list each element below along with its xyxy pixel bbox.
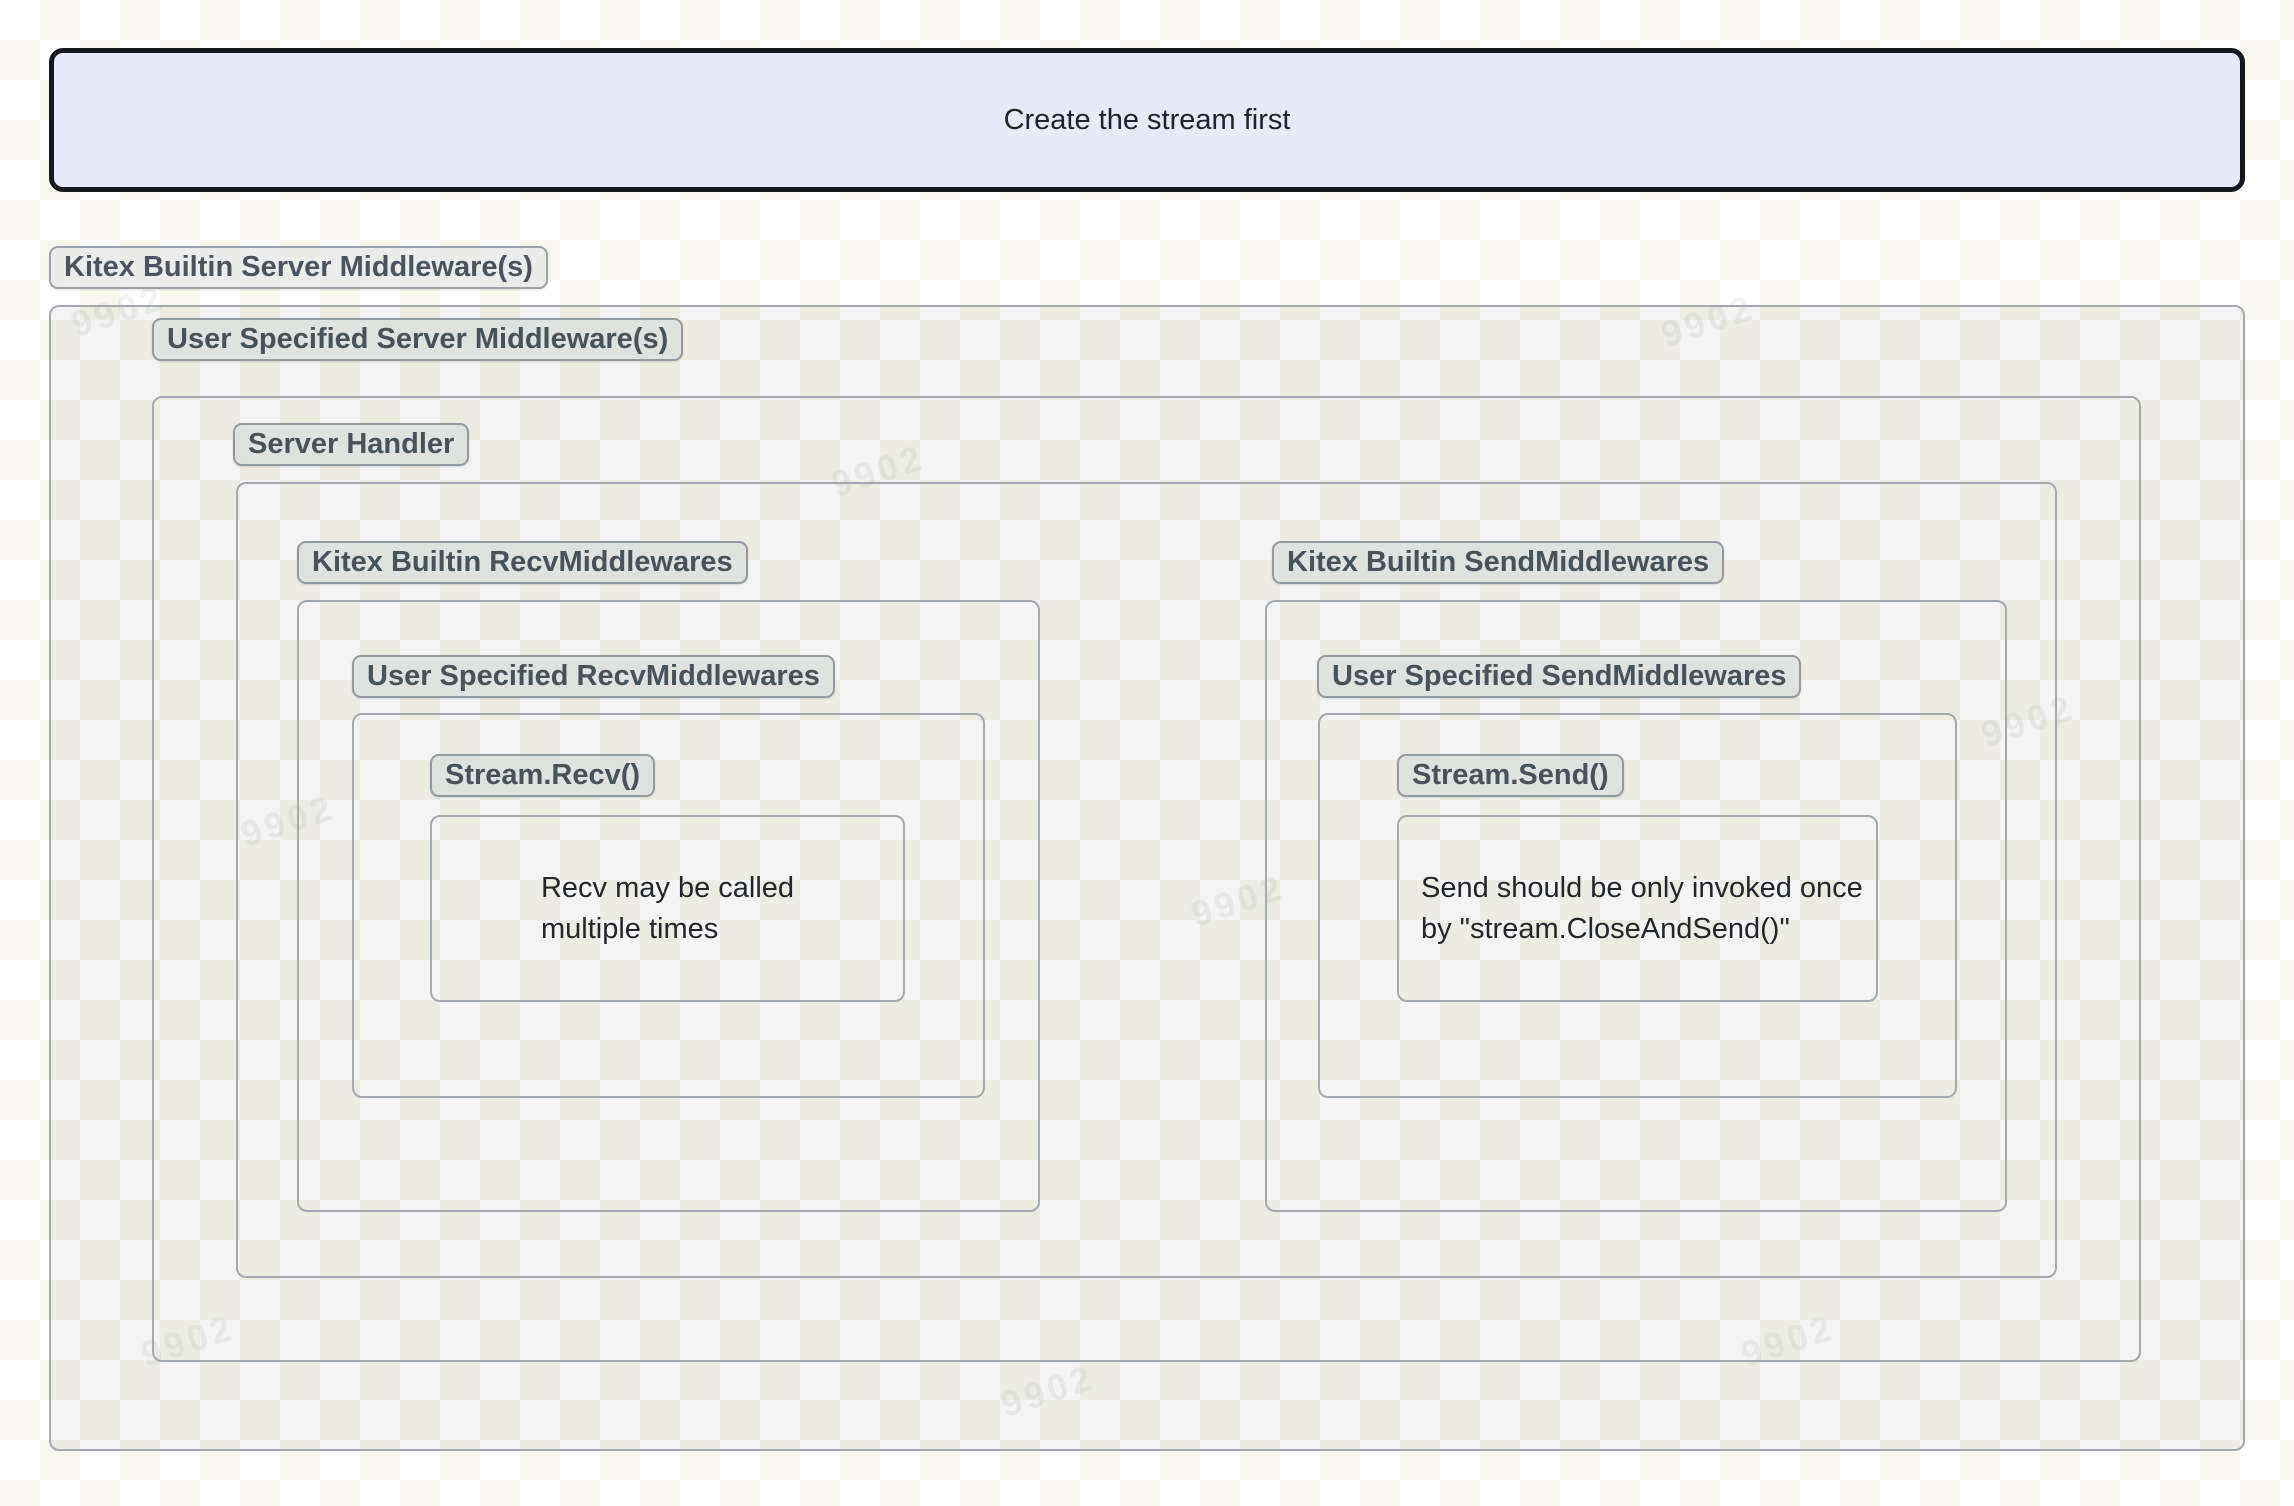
recv-note-line2: multiple times (540, 912, 719, 945)
label-user-specified-send-middlewares: User Specified SendMiddlewares (1317, 655, 1802, 698)
label-user-specified-server-middlewares: User Specified Server Middleware(s) (152, 318, 684, 361)
label-kitex-builtin-recv-middlewares: Kitex Builtin RecvMiddlewares (297, 541, 748, 584)
send-note-line2: by "stream.CloseAndSend()" (1421, 912, 1790, 945)
create-stream-banner: Create the stream first (49, 48, 2245, 192)
kitex-builtin-send-middlewares-box (1265, 600, 2007, 1212)
server-handler-box (236, 482, 2057, 1278)
create-stream-banner-label: Create the stream first (1003, 103, 1291, 136)
user-specified-recv-middlewares-box (352, 713, 985, 1098)
kitex-builtin-server-middlewares-box (49, 305, 2245, 1451)
user-specified-send-middlewares-box (1318, 713, 1957, 1098)
kitex-builtin-recv-middlewares-box (297, 600, 1040, 1212)
send-note-line1: Send should be only invoked once (1421, 871, 1863, 904)
user-specified-server-middlewares-box (152, 396, 2141, 1362)
label-server-handler: Server Handler (233, 423, 470, 466)
label-stream-recv: Stream.Recv() (430, 754, 656, 797)
recv-note: Recv may be called multiple times (541, 868, 794, 949)
send-note: Send should be only invoked once by "str… (1421, 868, 1863, 949)
stream-recv-box: Recv may be called multiple times (430, 815, 905, 1002)
label-kitex-builtin-send-middlewares: Kitex Builtin SendMiddlewares (1272, 541, 1725, 584)
stream-send-box: Send should be only invoked once by "str… (1397, 815, 1878, 1002)
recv-note-line1: Recv may be called (540, 871, 795, 904)
label-stream-send: Stream.Send() (1397, 754, 1624, 797)
label-kitex-builtin-server-middlewares: Kitex Builtin Server Middleware(s) (49, 246, 548, 289)
label-user-specified-recv-middlewares: User Specified RecvMiddlewares (352, 655, 835, 698)
